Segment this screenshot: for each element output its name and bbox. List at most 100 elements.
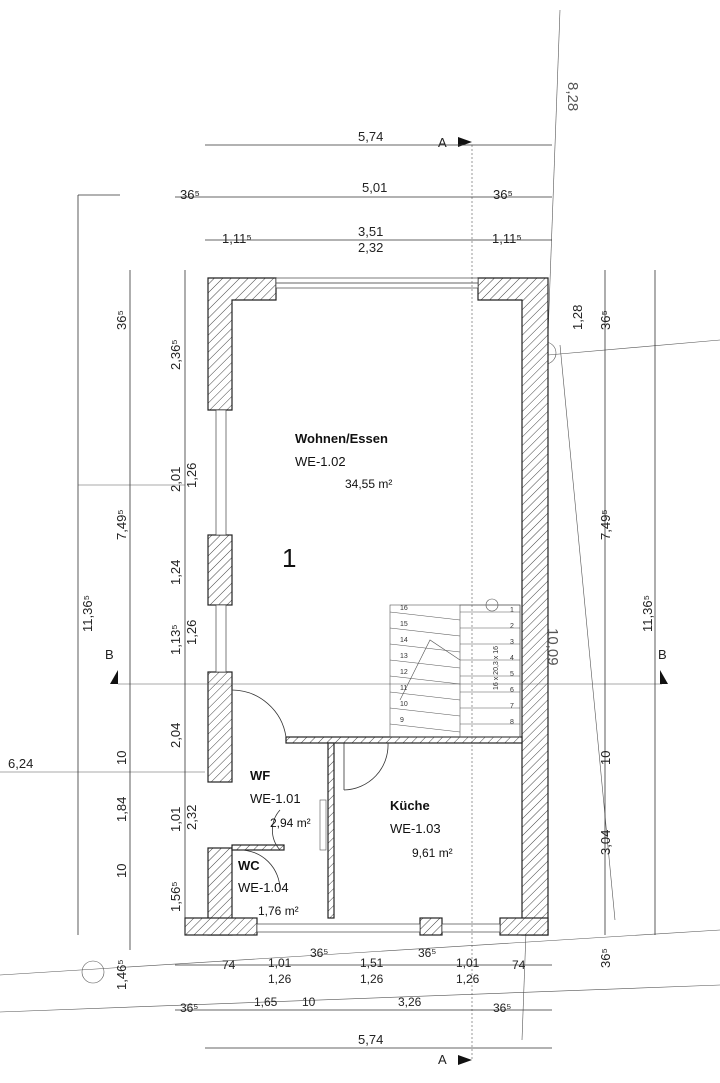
stair-number: 4 bbox=[510, 655, 514, 662]
dim-bottom-r3-2: 10 bbox=[302, 995, 316, 1009]
room-name-wc: WC bbox=[238, 858, 260, 873]
wall-left-mid bbox=[207, 534, 233, 606]
stair-number: 11 bbox=[400, 685, 407, 692]
stair-tread-left bbox=[389, 675, 461, 685]
walls bbox=[184, 277, 549, 936]
dim-left-mid-5: 1,46⁵ bbox=[114, 959, 129, 990]
dim-left-mid-1: 7,49⁵ bbox=[114, 509, 129, 540]
dim-top-r3-left: 1,11⁵ bbox=[222, 231, 252, 246]
dim-left-inner-1: 2,01 bbox=[168, 467, 183, 492]
dim-right-inner-1: 36⁵ bbox=[598, 310, 613, 330]
room-wc: WC WE-1.04 1,76 m² bbox=[238, 858, 299, 918]
window-bottom-1 bbox=[256, 923, 421, 933]
dim-bottom-r2-2: 1,26 bbox=[456, 972, 480, 986]
wall-interior-v bbox=[327, 742, 335, 919]
dim-bottom-r2-1: 1,26 bbox=[360, 972, 384, 986]
dim-left-mid-0: 36⁵ bbox=[114, 310, 129, 330]
section-arrow-a-bottom bbox=[458, 1055, 472, 1065]
room-wohnen: Wohnen/Essen WE-1.02 34,55 m² bbox=[295, 431, 392, 491]
dim-bottom-r1-4: 36⁵ bbox=[418, 946, 436, 960]
room-area-wohnen: 34,55 m² bbox=[345, 477, 392, 491]
dim-left-outer-total: 11,36⁵ bbox=[80, 595, 95, 632]
staircase: 16 x 20,3 x 16 bbox=[389, 598, 521, 738]
stair-number: 9 bbox=[400, 717, 404, 724]
dim-left-side: 6,24 bbox=[8, 756, 33, 771]
dim-bottom-r3-4: 36⁵ bbox=[493, 1001, 511, 1015]
wall-interior-h bbox=[285, 736, 523, 744]
room-name-wohnen: Wohnen/Essen bbox=[295, 431, 388, 446]
dim-right-inner-3: 10 bbox=[598, 751, 613, 765]
window-left-1 bbox=[215, 409, 227, 536]
section-label-a-bottom: A bbox=[438, 1052, 447, 1067]
room-id-wc: WE-1.04 bbox=[238, 880, 289, 895]
wall-bottom-right bbox=[499, 917, 549, 936]
stair-tread-left bbox=[389, 643, 461, 653]
room-kueche: Küche WE-1.03 9,61 m² bbox=[390, 798, 453, 860]
section-label-a-top: A bbox=[438, 135, 447, 150]
dimension-lines bbox=[77, 144, 656, 1049]
section-lines: A A B B bbox=[105, 135, 668, 1067]
dim-bottom-r1-5: 1,01 bbox=[456, 956, 480, 970]
dim-bottom-r1-2: 36⁵ bbox=[310, 946, 328, 960]
room-area-kueche: 9,61 m² bbox=[412, 846, 453, 860]
stair-number: 14 bbox=[400, 637, 408, 644]
stair-number: 12 bbox=[400, 669, 408, 676]
dim-bottom-r1-1: 1,01 bbox=[268, 956, 292, 970]
dim-left-inner-9: 1,56⁵ bbox=[168, 881, 183, 912]
dim-right-inner-2: 7,49⁵ bbox=[598, 509, 613, 540]
dim-left-inner-4: 1,13⁵ bbox=[168, 624, 183, 655]
doors bbox=[231, 689, 389, 891]
section-label-b-left: B bbox=[105, 647, 114, 662]
room-area-wc: 1,76 m² bbox=[258, 904, 299, 918]
stair-number: 5 bbox=[510, 671, 514, 678]
dim-right-outer-total: 11,36⁵ bbox=[640, 595, 655, 632]
wall-bottom-left bbox=[184, 917, 258, 936]
dim-left-mid-3: 1,84 bbox=[114, 797, 129, 822]
room-id-kueche: WE-1.03 bbox=[390, 821, 441, 836]
dim-left-inner-5: 1,26 bbox=[184, 620, 199, 645]
dim-left-mid-2: 10 bbox=[114, 751, 129, 765]
stair-tread-left bbox=[389, 627, 461, 637]
dim-left-inner-0: 2,36⁵ bbox=[168, 339, 183, 370]
stair-number: 2 bbox=[510, 623, 514, 630]
dim-bottom-r3-0: 36⁵ bbox=[180, 1001, 198, 1015]
stair-tread-left bbox=[389, 707, 461, 717]
stair-number: 1 bbox=[510, 607, 514, 614]
window-bottom-2 bbox=[441, 923, 501, 933]
wall-top-left bbox=[207, 277, 277, 411]
section-arrow-b-right bbox=[660, 670, 668, 684]
section-label-b-right: B bbox=[658, 647, 667, 662]
dim-top-r3-right: 1,11⁵ bbox=[492, 231, 522, 246]
wall-left-low bbox=[207, 671, 233, 783]
dim-bottom-total: 5,74 bbox=[358, 1032, 383, 1047]
wall-wc-wf bbox=[231, 844, 285, 851]
dim-site-top-diagonal: 8,28 bbox=[564, 82, 581, 111]
room-name-kueche: Küche bbox=[390, 798, 430, 813]
dim-left-inner-7: 1,01 bbox=[168, 807, 183, 832]
stair-number: 6 bbox=[510, 687, 514, 694]
room-wf: WF WE-1.01 2,94 m² bbox=[250, 768, 311, 830]
stair-number: 10 bbox=[400, 701, 408, 708]
dim-bottom-r1-0: 74 bbox=[222, 958, 236, 972]
dim-right-inner-4: 3,04 bbox=[598, 830, 613, 855]
dim-bottom-r3-1: 1,65 bbox=[254, 995, 278, 1009]
dim-top-total: 5,74 bbox=[358, 129, 383, 144]
dim-right-inner-0: 1,28 bbox=[570, 305, 585, 330]
dim-top-r3-mid-a: 3,51 bbox=[358, 224, 383, 239]
room-area-wf: 2,94 m² bbox=[270, 816, 311, 830]
stair-tread-left bbox=[389, 611, 461, 621]
dim-bottom-r1-3: 1,51 bbox=[360, 956, 384, 970]
dim-left-inner-2: 1,26 bbox=[184, 463, 199, 488]
stair-number: 8 bbox=[510, 719, 514, 726]
section-arrow-a-top bbox=[458, 137, 472, 147]
dim-top-r2-left: 36⁵ bbox=[180, 187, 200, 202]
stair-number: 3 bbox=[510, 639, 514, 646]
dim-bottom-r1-6: 74 bbox=[512, 958, 526, 972]
stair-tread-left bbox=[389, 659, 461, 669]
room-id-wf: WE-1.01 bbox=[250, 791, 301, 806]
dim-left-inner-3: 1,24 bbox=[168, 560, 183, 585]
section-arrow-b-left bbox=[110, 670, 118, 684]
dim-bottom-r3-3: 3,26 bbox=[398, 995, 422, 1009]
level-number: 1 bbox=[282, 543, 296, 573]
